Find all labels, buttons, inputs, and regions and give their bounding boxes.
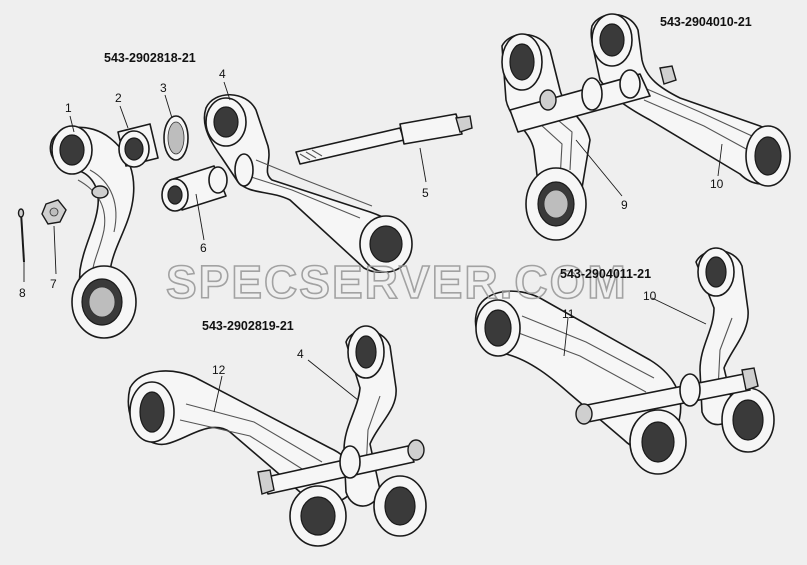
arm-1-exploded (49, 125, 137, 339)
callout-10-top: 10 (710, 177, 724, 191)
callout-4-top: 4 (219, 67, 226, 81)
part-number-bottom-left: 543-2902819-21 (202, 319, 294, 333)
callout-3: 3 (160, 81, 167, 95)
ring-3 (163, 115, 189, 161)
cotter-pin-8 (17, 208, 25, 263)
callout-5: 5 (422, 186, 429, 200)
callout-6: 6 (200, 241, 207, 255)
leader-lines (23, 81, 723, 413)
arm-assembly-bottom-left (127, 325, 427, 547)
callout-7: 7 (50, 277, 57, 291)
arm-assembly-bottom-right (474, 247, 775, 475)
arm-4-upper (203, 94, 413, 273)
callout-4-bottom: 4 (297, 347, 304, 361)
callout-1: 1 (65, 101, 72, 115)
arm-assembly-top-right (501, 13, 791, 241)
part-number-bottom-right: 543-2904011-21 (560, 267, 651, 281)
part-number-top-left: 543-2902818-21 (104, 51, 196, 65)
part-number-top-right: 543-2904010-21 (660, 15, 752, 29)
callout-11: 11 (562, 307, 575, 321)
callout-10-bottom: 10 (643, 289, 657, 303)
callout-12: 12 (212, 363, 226, 377)
callout-2: 2 (115, 91, 122, 105)
castle-nut-7 (41, 199, 67, 225)
watermark-text: SPECSERVER.COM (166, 256, 628, 308)
bushing-2 (117, 123, 159, 168)
callout-9: 9 (621, 198, 628, 212)
sleeve-6 (161, 165, 228, 212)
callout-8: 8 (19, 286, 26, 300)
shaft-5 (295, 113, 473, 165)
